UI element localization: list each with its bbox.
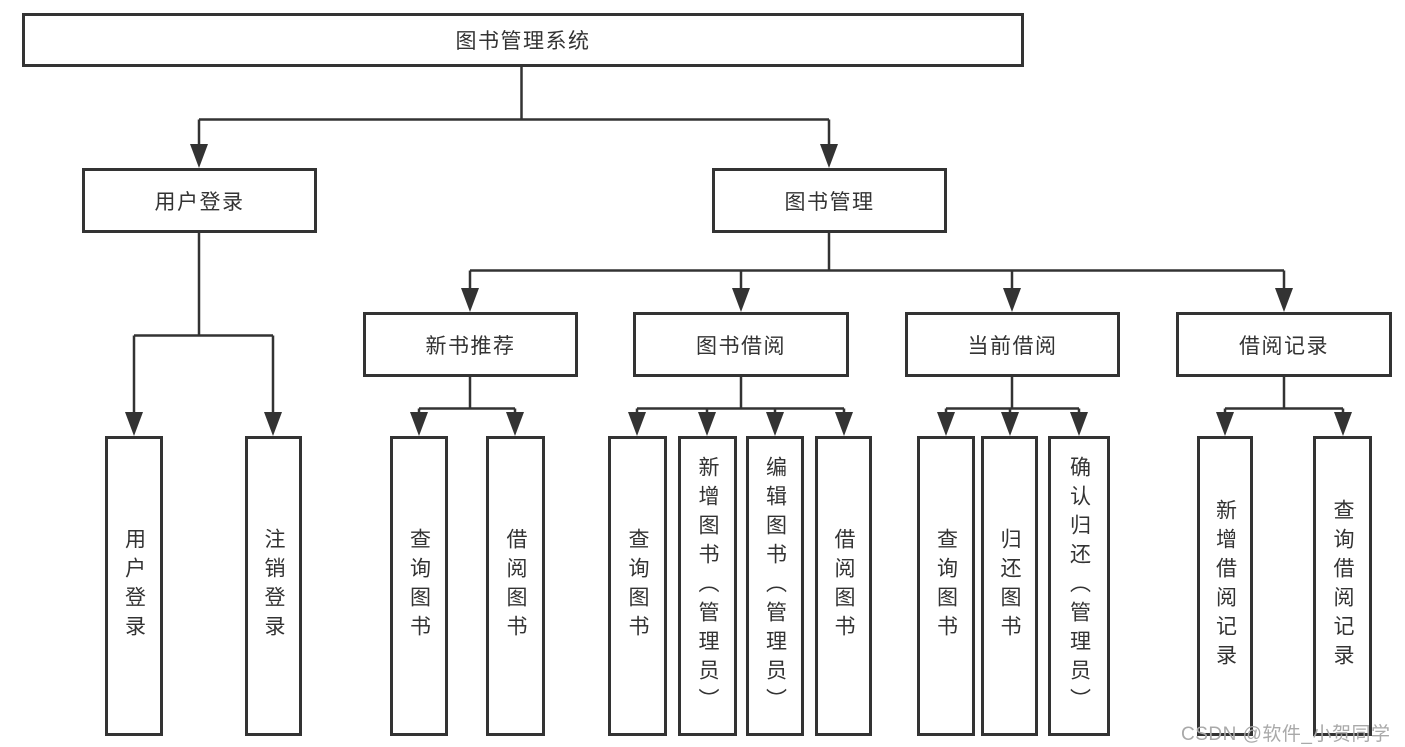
node-borrow-records: 借阅记录 xyxy=(1176,312,1392,377)
leaf-confirm-return-admin: 确认归还（管理员） xyxy=(1048,436,1110,736)
leaf-add-borrow-record: 新增借阅记录 xyxy=(1197,436,1253,736)
leaf-logout-login: 注销登录 xyxy=(245,436,302,736)
leaf-add-books-admin: 新增图书（管理员） xyxy=(678,436,737,736)
node-borrow-records-label: 借阅记录 xyxy=(1239,334,1329,358)
leaf-return-books: 归还图书 xyxy=(981,436,1038,736)
connector-current-borrow-to-leaves xyxy=(937,377,1088,436)
leaf-add-borrow-record-label: 新增借阅记录 xyxy=(1213,499,1237,673)
node-new-book-recommend: 新书推荐 xyxy=(363,312,578,377)
leaf-query-books-borrow: 查询图书 xyxy=(608,436,667,736)
leaf-edit-books-admin: 编辑图书（管理员） xyxy=(746,436,804,736)
leaf-query-borrow-record-label: 查询借阅记录 xyxy=(1331,499,1354,673)
node-root-label: 图书管理系统 xyxy=(455,30,591,53)
leaf-borrow-books-recommend-label: 借阅图书 xyxy=(504,528,527,644)
node-new-book-recommend-label: 新书推荐 xyxy=(425,334,516,358)
node-book-borrow-label: 图书借阅 xyxy=(696,334,786,358)
leaf-confirm-return-admin-label: 确认归还（管理员） xyxy=(1067,455,1091,717)
leaf-borrow-books-borrow-label: 借阅图书 xyxy=(832,528,855,644)
leaf-query-books-current: 查询图书 xyxy=(917,436,975,736)
leaf-query-books-recommend: 查询图书 xyxy=(390,436,448,736)
leaf-query-borrow-record: 查询借阅记录 xyxy=(1313,436,1372,736)
leaf-user-login-label: 用户登录 xyxy=(122,528,146,644)
connector-new-book-recommend-to-leaves xyxy=(410,377,524,436)
connector-root-to-level2 xyxy=(190,66,838,168)
leaf-add-books-admin-label: 新增图书（管理员） xyxy=(696,455,719,717)
watermark: CSDN @软件_小贺同学 xyxy=(1181,724,1391,745)
node-book-borrow: 图书借阅 xyxy=(633,312,849,377)
leaf-query-books-current-label: 查询图书 xyxy=(934,528,958,644)
leaf-user-login: 用户登录 xyxy=(105,436,163,736)
node-current-borrow: 当前借阅 xyxy=(905,312,1120,377)
leaf-borrow-books-borrow: 借阅图书 xyxy=(815,436,872,736)
node-current-borrow-label: 当前借阅 xyxy=(967,334,1058,358)
connector-user-login-to-leaves xyxy=(125,233,282,436)
leaf-borrow-books-recommend: 借阅图书 xyxy=(486,436,545,736)
node-user-login-label: 用户登录 xyxy=(154,190,245,214)
node-user-login: 用户登录 xyxy=(82,168,317,233)
connector-borrow-records-to-leaves xyxy=(1216,377,1352,436)
node-book-management-label: 图书管理 xyxy=(784,190,875,214)
node-root: 图书管理系统 xyxy=(22,13,1024,67)
leaf-query-books-borrow-label: 查询图书 xyxy=(626,528,649,644)
leaf-query-books-recommend-label: 查询图书 xyxy=(407,528,431,644)
leaf-logout-login-label: 注销登录 xyxy=(262,528,285,644)
connector-book-borrow-to-leaves xyxy=(628,377,853,436)
connector-book-mgmt-to-level3 xyxy=(461,233,1293,312)
leaf-return-books-label: 归还图书 xyxy=(998,528,1021,644)
leaf-edit-books-admin-label: 编辑图书（管理员） xyxy=(763,455,787,717)
node-book-management: 图书管理 xyxy=(712,168,947,233)
